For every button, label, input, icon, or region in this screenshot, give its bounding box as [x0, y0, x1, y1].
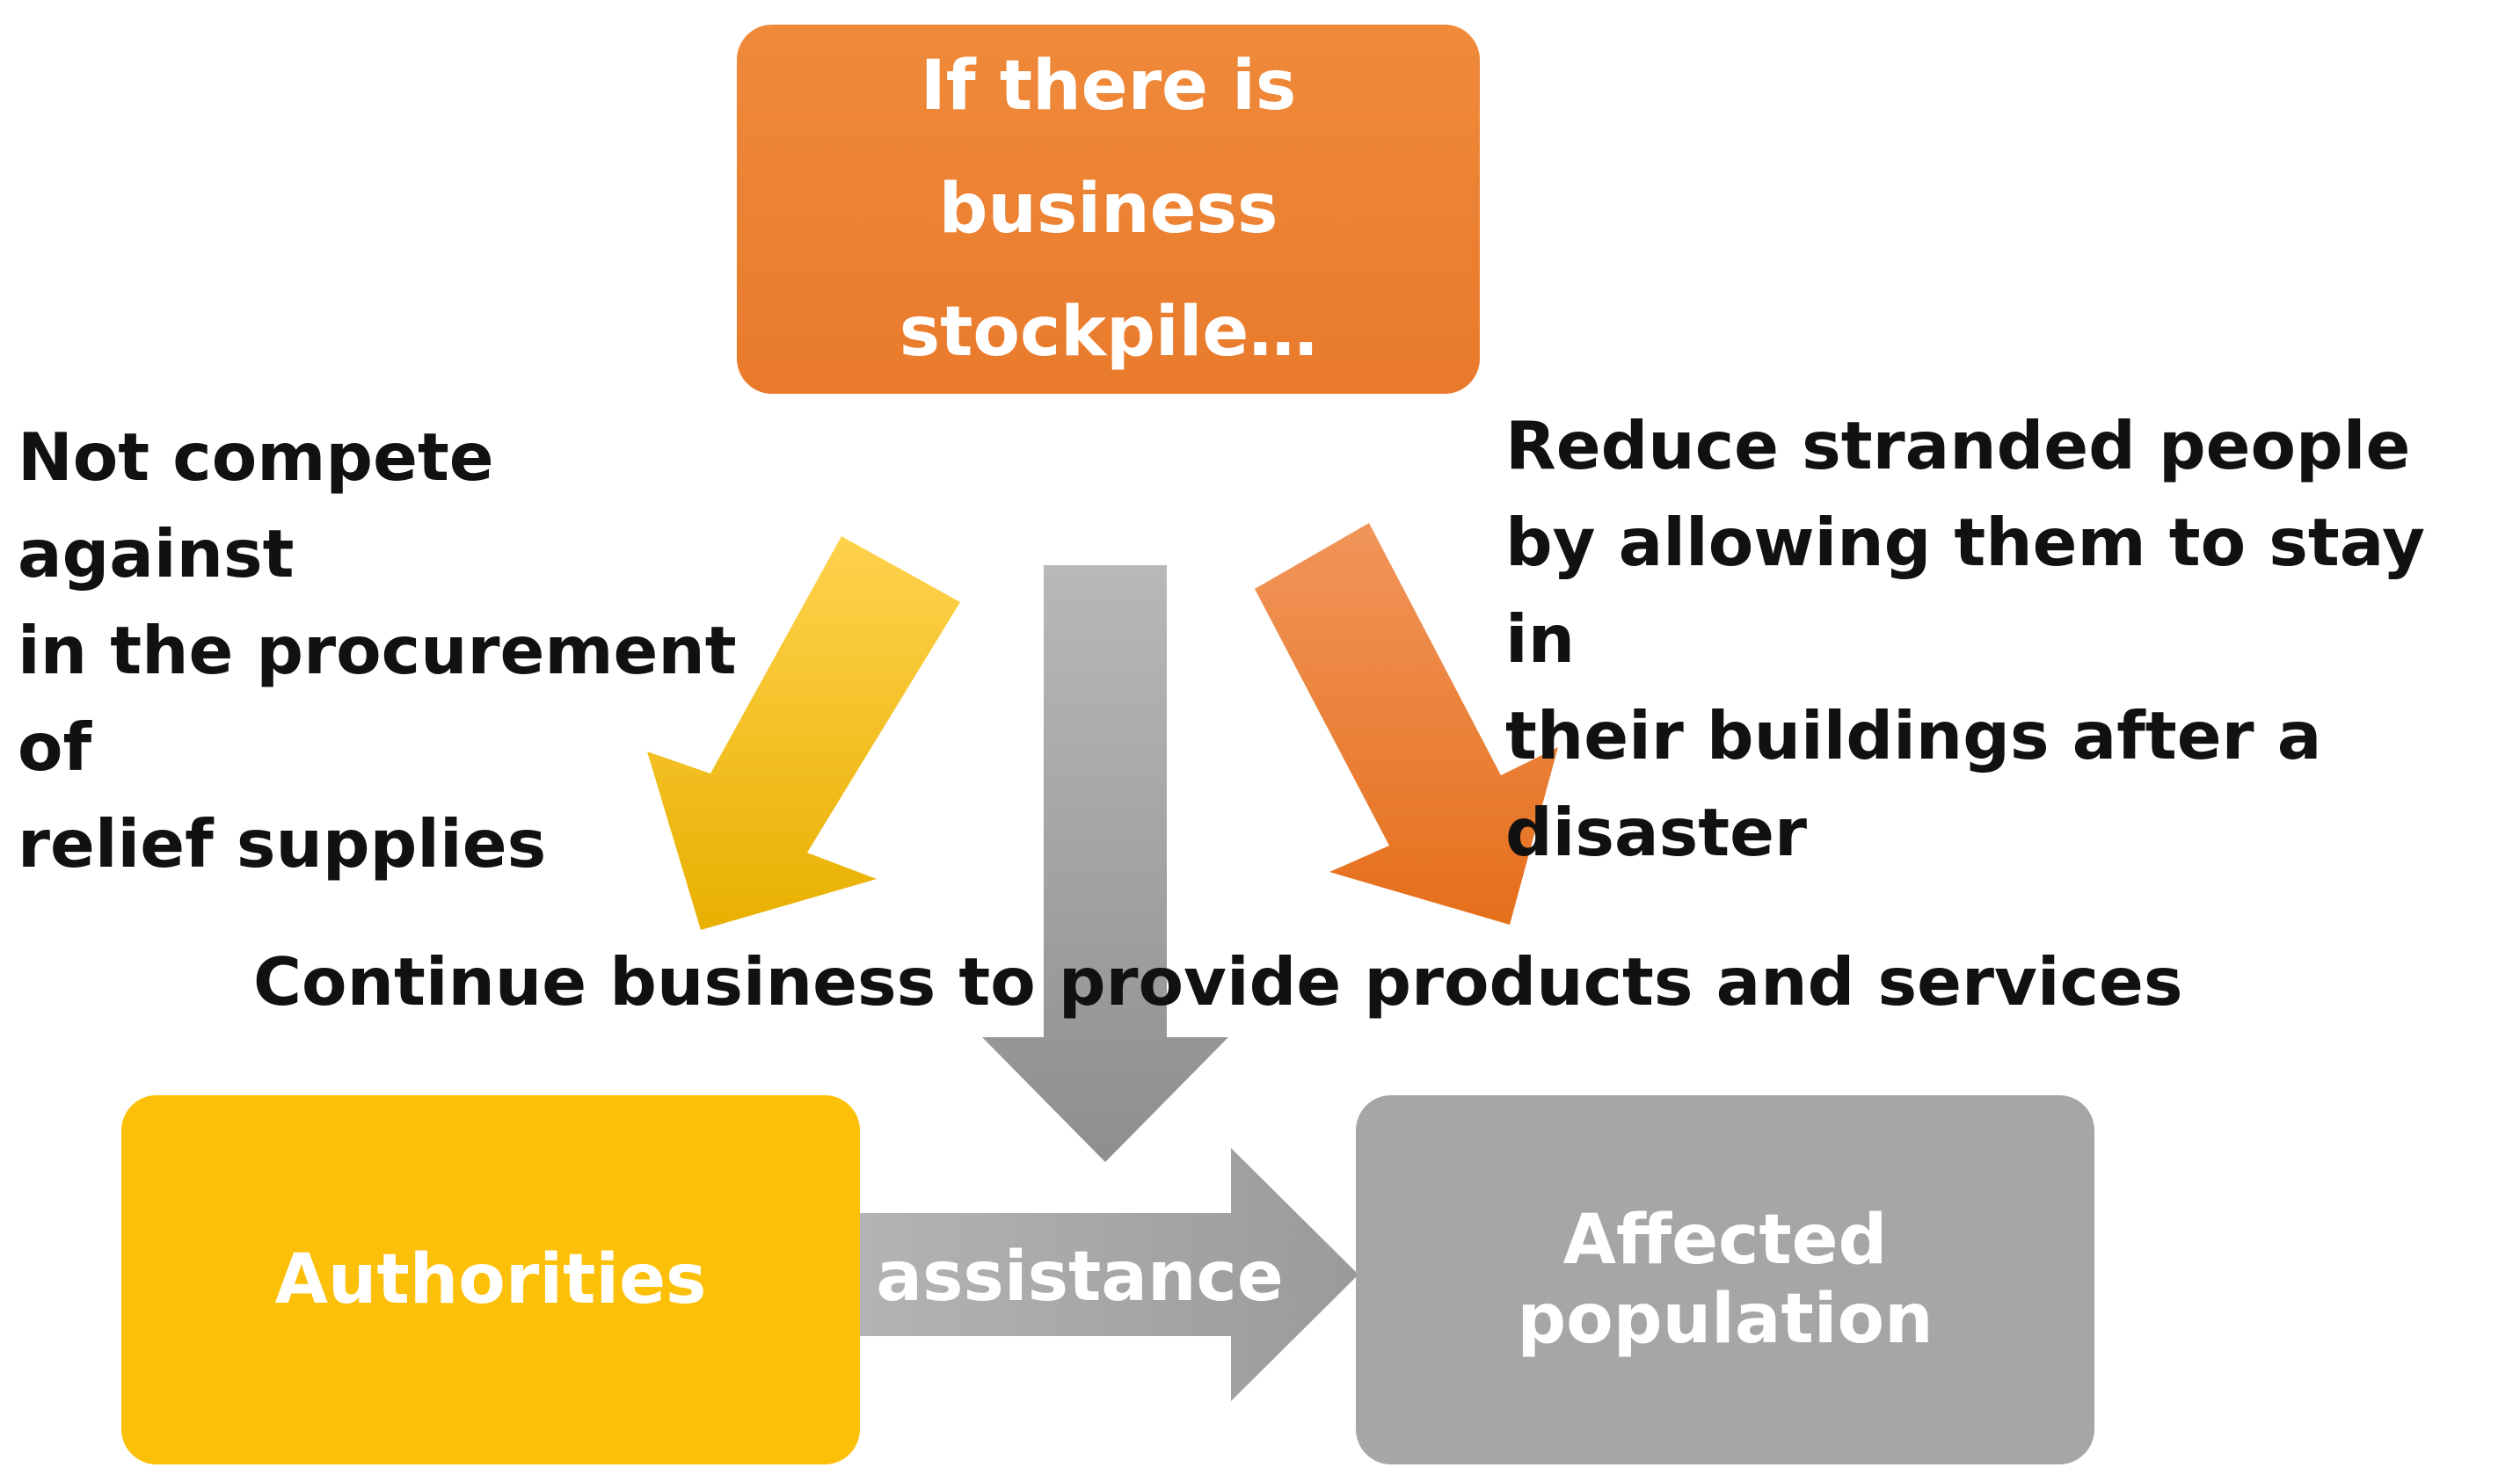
left-diagonal-arrow	[647, 536, 960, 930]
not-compete-label: Not compete against in the procurement o…	[18, 418, 737, 883]
business-stockpile-text: If there is business stockpile…	[899, 47, 1318, 372]
affected-population-box: Affected population	[1356, 1095, 2094, 1464]
authorities-box: Authorities	[121, 1095, 860, 1464]
center-down-arrow	[982, 565, 1228, 1162]
reduce-stranded-label: Reduce stranded people by allowing them …	[1505, 407, 2425, 871]
assistance-arrow	[851, 1148, 1358, 1401]
affected-population-text: Affected population	[1517, 1201, 1934, 1359]
assistance-label: assistance	[876, 1238, 1284, 1317]
authorities-text: Authorities	[274, 1240, 707, 1319]
business-stockpile-box: If there is business stockpile…	[737, 25, 1480, 394]
right-diagonal-arrow	[1255, 523, 1558, 925]
continue-business-label: Continue business to provide products an…	[253, 943, 2183, 1021]
